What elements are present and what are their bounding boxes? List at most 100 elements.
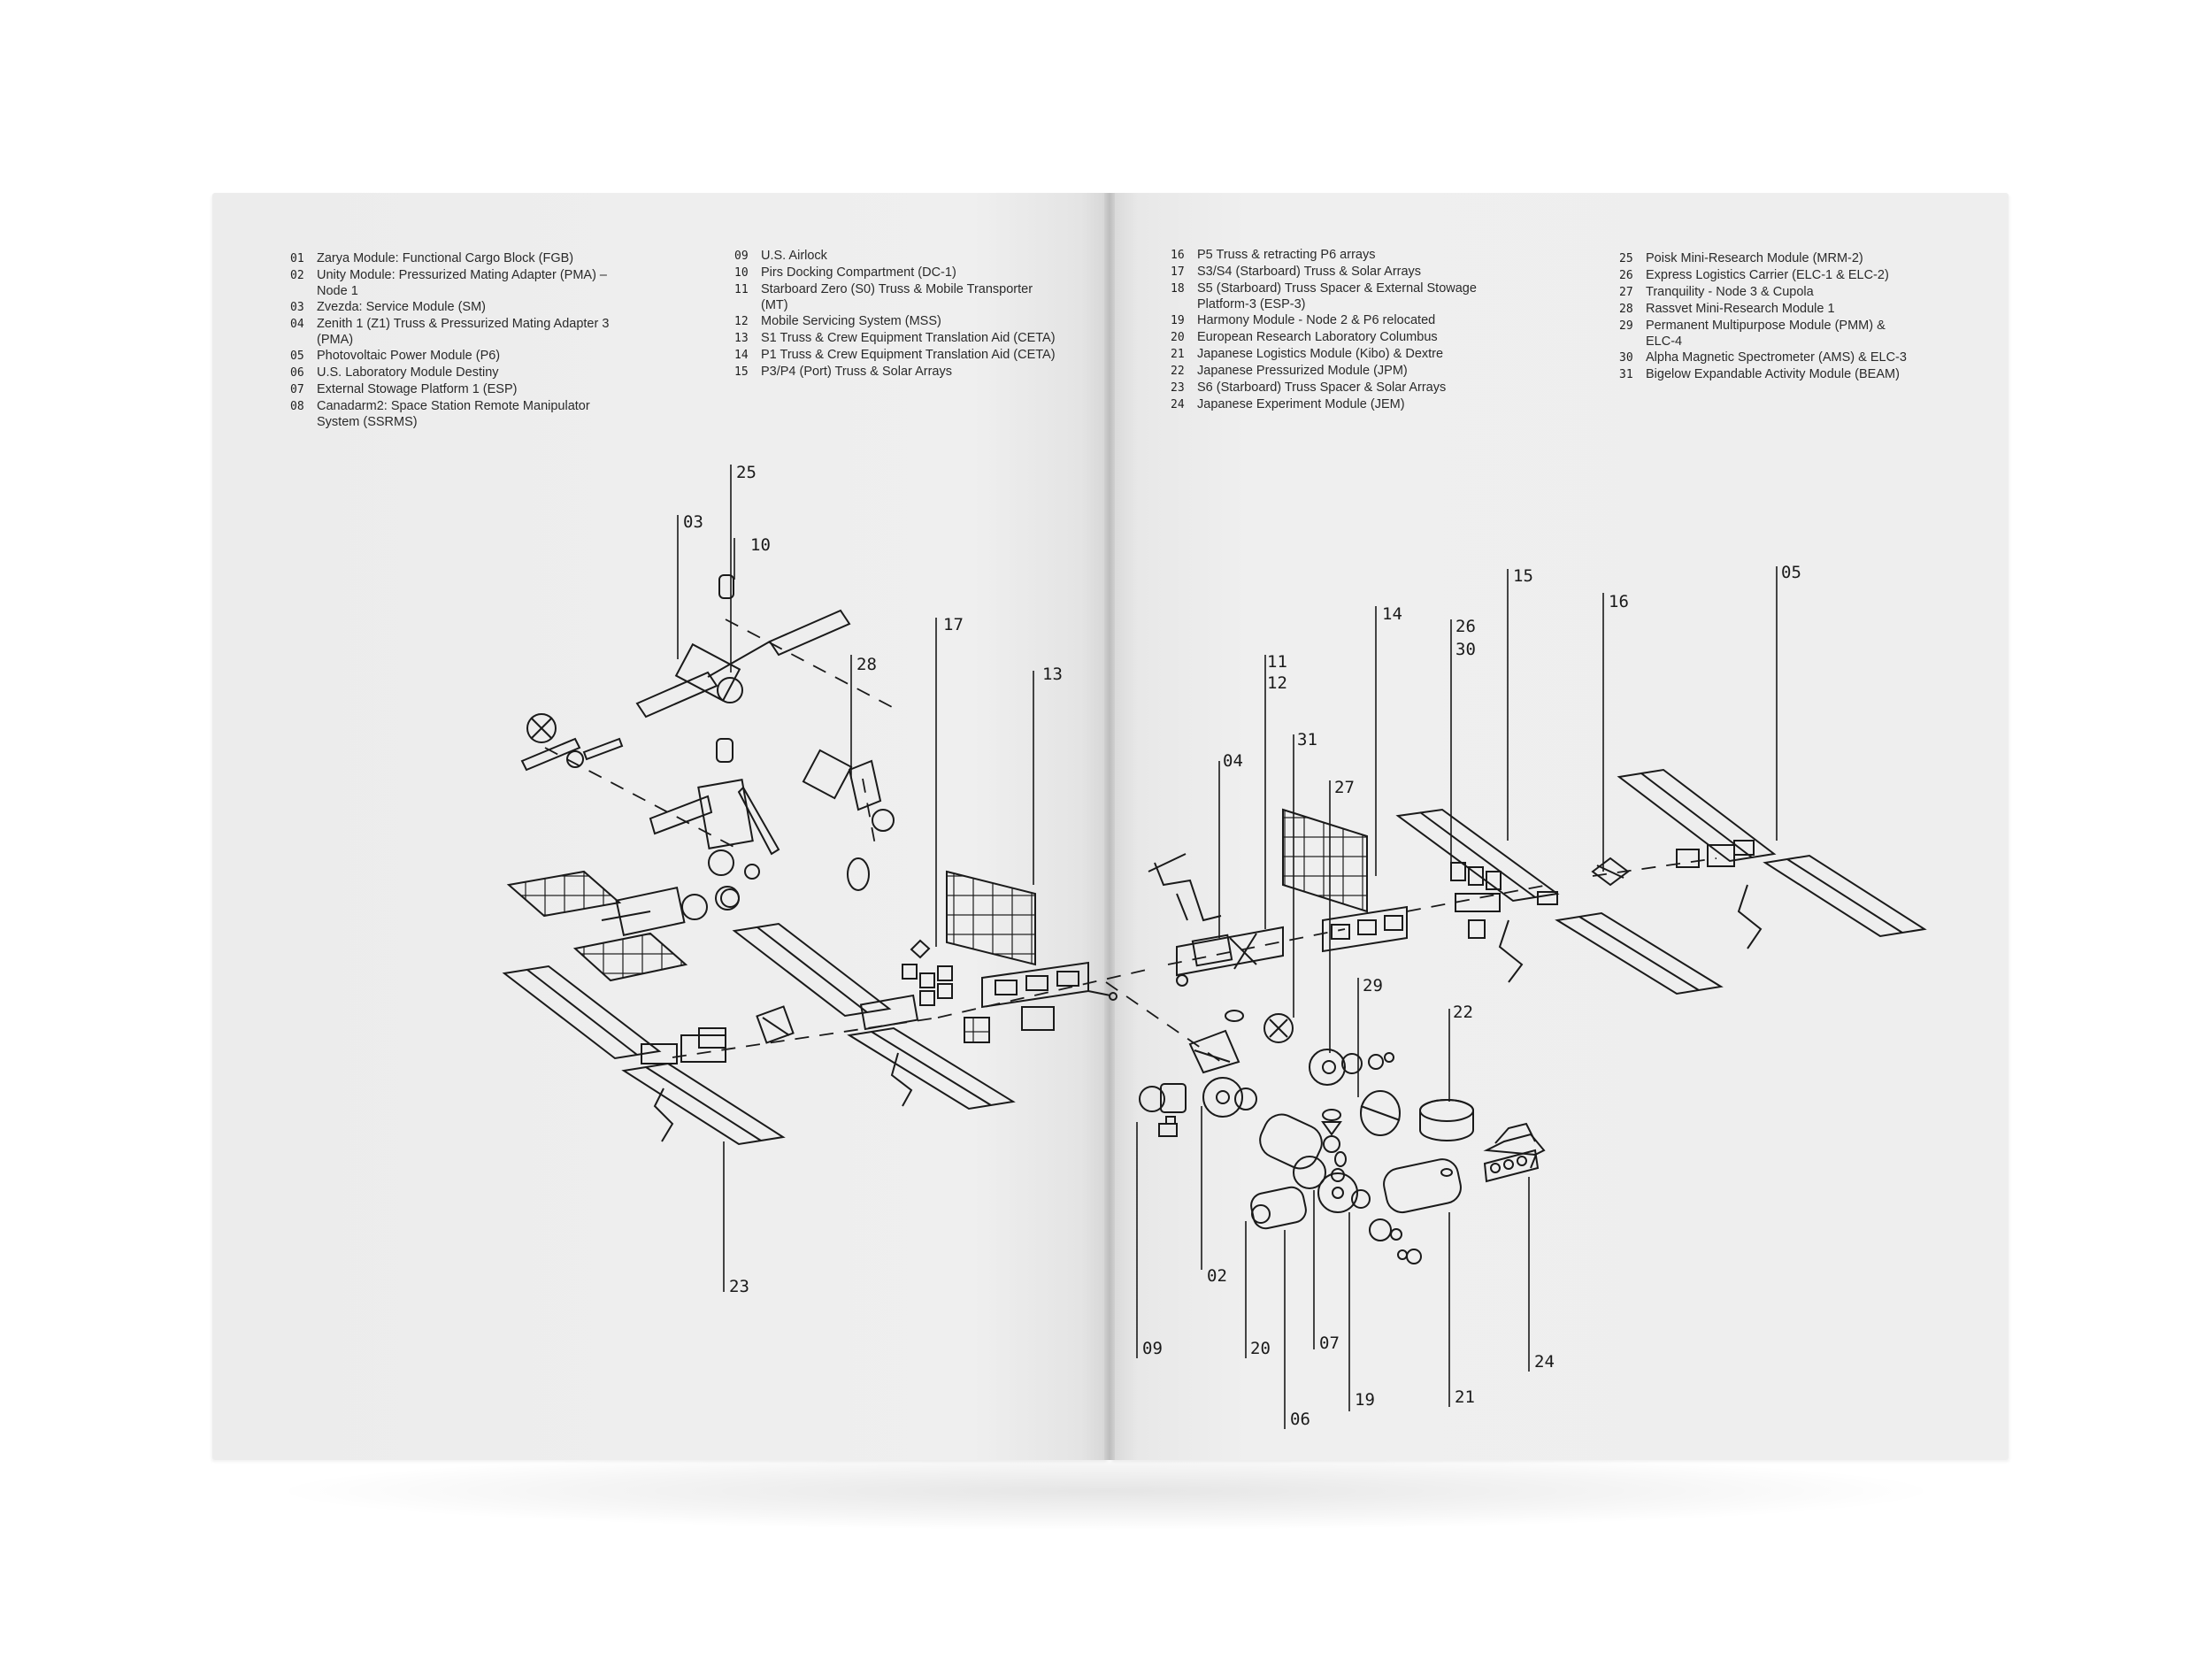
- rassvet-module: [802, 749, 895, 891]
- destiny-columbus-harmony: [1250, 1113, 1422, 1264]
- callout-label: 19: [1355, 1390, 1375, 1410]
- legend-text: S3/S4 (Starboard) Truss & Solar Arrays: [1197, 265, 1422, 279]
- legend-number: 07: [290, 383, 304, 396]
- zvezda-module: [635, 609, 851, 719]
- callout-label: 10: [750, 535, 771, 555]
- legend-text: S1 Truss & Crew Equipment Translation Ai…: [761, 331, 1056, 345]
- solar-array-left-upper: [506, 870, 740, 982]
- callout-label: 15: [1513, 566, 1533, 586]
- legend-number: 12: [734, 315, 749, 328]
- legend-text: Tranquility - Node 3 & Cupola: [1646, 285, 1814, 299]
- legend-number: 21: [1171, 348, 1185, 361]
- beam-module: [1263, 1013, 1294, 1043]
- callout-label: 21: [1455, 1387, 1475, 1407]
- legend-text: Japanese Pressurized Module (JPM): [1197, 364, 1408, 378]
- legend-number: 11: [734, 283, 749, 296]
- callout-label: 24: [1534, 1352, 1555, 1372]
- us-airlock: [1139, 1083, 1187, 1137]
- callout-label: 16: [1609, 592, 1629, 611]
- legend-number: 05: [290, 350, 304, 363]
- callout-label: 25: [736, 463, 757, 482]
- legend-text: Poisk Mini-Research Module (MRM-2): [1646, 251, 1863, 265]
- legend-item: 17 S3/S4 (Starboard) Truss & Solar Arrays: [1171, 264, 1498, 281]
- callout-label: 31: [1297, 730, 1317, 749]
- legend-item: 05 Photovoltaic Power Module (P6): [290, 348, 618, 365]
- legend-text: Rassvet Mini-Research Module 1: [1646, 302, 1835, 316]
- legend-item: 22 Japanese Pressurized Module (JPM): [1171, 363, 1498, 380]
- kibo-modules: [1383, 1099, 1546, 1214]
- callout-label: 03: [683, 512, 703, 532]
- p5-truss: [1591, 857, 1630, 887]
- callout-label: 09: [1142, 1339, 1163, 1358]
- s0-truss-mobile-transporter: [1148, 853, 1284, 987]
- legend-item: 15 P3/P4 (Port) Truss & Solar Arrays: [734, 364, 1062, 380]
- left-page: [212, 193, 1108, 1460]
- legend-item: 02 Unity Module: Pressurized Mating Adapt…: [290, 267, 618, 299]
- spine-gutter: [1104, 193, 1115, 1460]
- legend-number: 17: [1171, 265, 1185, 279]
- callout-label: 27: [1334, 778, 1355, 797]
- legend-text: Zarya Module: Functional Cargo Block (FG…: [317, 251, 574, 265]
- legend-item: 10 Pirs Docking Compartment (DC-1): [734, 265, 1062, 281]
- callout-label: 22: [1453, 1003, 1473, 1022]
- legend-number: 28: [1619, 303, 1633, 316]
- callout-label: 05: [1781, 563, 1801, 582]
- legend-number: 19: [1171, 314, 1185, 327]
- legend-text: Zenith 1 (Z1) Truss & Pressurized Mating…: [317, 317, 610, 347]
- callout-label: 11: [1267, 652, 1287, 672]
- legend-text: P1 Truss & Crew Equipment Translation Ai…: [761, 348, 1056, 362]
- legend-item: 13 S1 Truss & Crew Equipment Translation …: [734, 330, 1062, 347]
- legend-number: 08: [290, 400, 304, 413]
- callout-leaders: [677, 465, 1778, 1429]
- legend-text: P3/P4 (Port) Truss & Solar Arrays: [761, 365, 952, 379]
- legend-number: 25: [1619, 252, 1633, 265]
- s1-truss: [946, 870, 1118, 1031]
- callout-label: 06: [1290, 1410, 1310, 1429]
- callout-label: 26: [1455, 617, 1476, 636]
- s6-truss-solar-arrays: [502, 964, 795, 1146]
- callout-labels: 25 03 10 17 28 13 23 11 12 31 04 14 27 2…: [683, 463, 1801, 1429]
- legend-text: P5 Truss & retracting P6 arrays: [1197, 248, 1376, 262]
- legend-text: Alpha Magnetic Spectrometer (AMS) & ELC-…: [1646, 350, 1907, 365]
- legend-number: 03: [290, 301, 304, 314]
- pmm-module: [1360, 1090, 1401, 1136]
- legend-number: 30: [1619, 351, 1633, 365]
- assembly-axis-lines: [544, 619, 1717, 1063]
- s3-s4-truss-solar-arrays: [732, 922, 1016, 1111]
- legend-number: 22: [1171, 365, 1185, 378]
- callout-label: 07: [1319, 1333, 1340, 1353]
- legend-number: 10: [734, 266, 749, 280]
- legend-text: Pirs Docking Compartment (DC-1): [761, 265, 956, 280]
- callout-label: 23: [729, 1277, 749, 1296]
- legend-number: 02: [290, 269, 304, 282]
- legend-number: 15: [734, 365, 749, 379]
- callout-label: 30: [1455, 640, 1476, 659]
- legend-text: U.S. Airlock: [761, 249, 827, 263]
- legend-text: Photovoltaic Power Module (P6): [317, 349, 501, 363]
- legend-text: Unity Module: Pressurized Mating Adapter…: [317, 268, 607, 298]
- legend-number: 13: [734, 332, 749, 345]
- legend-number: 23: [1171, 381, 1185, 395]
- legend-number: 01: [290, 252, 304, 265]
- magazine-shadow: [265, 1451, 1947, 1531]
- right-page: [1111, 193, 2008, 1460]
- pirs-docking-module: [716, 574, 734, 763]
- legend-number: 26: [1619, 269, 1633, 282]
- legend-number: 20: [1171, 331, 1185, 344]
